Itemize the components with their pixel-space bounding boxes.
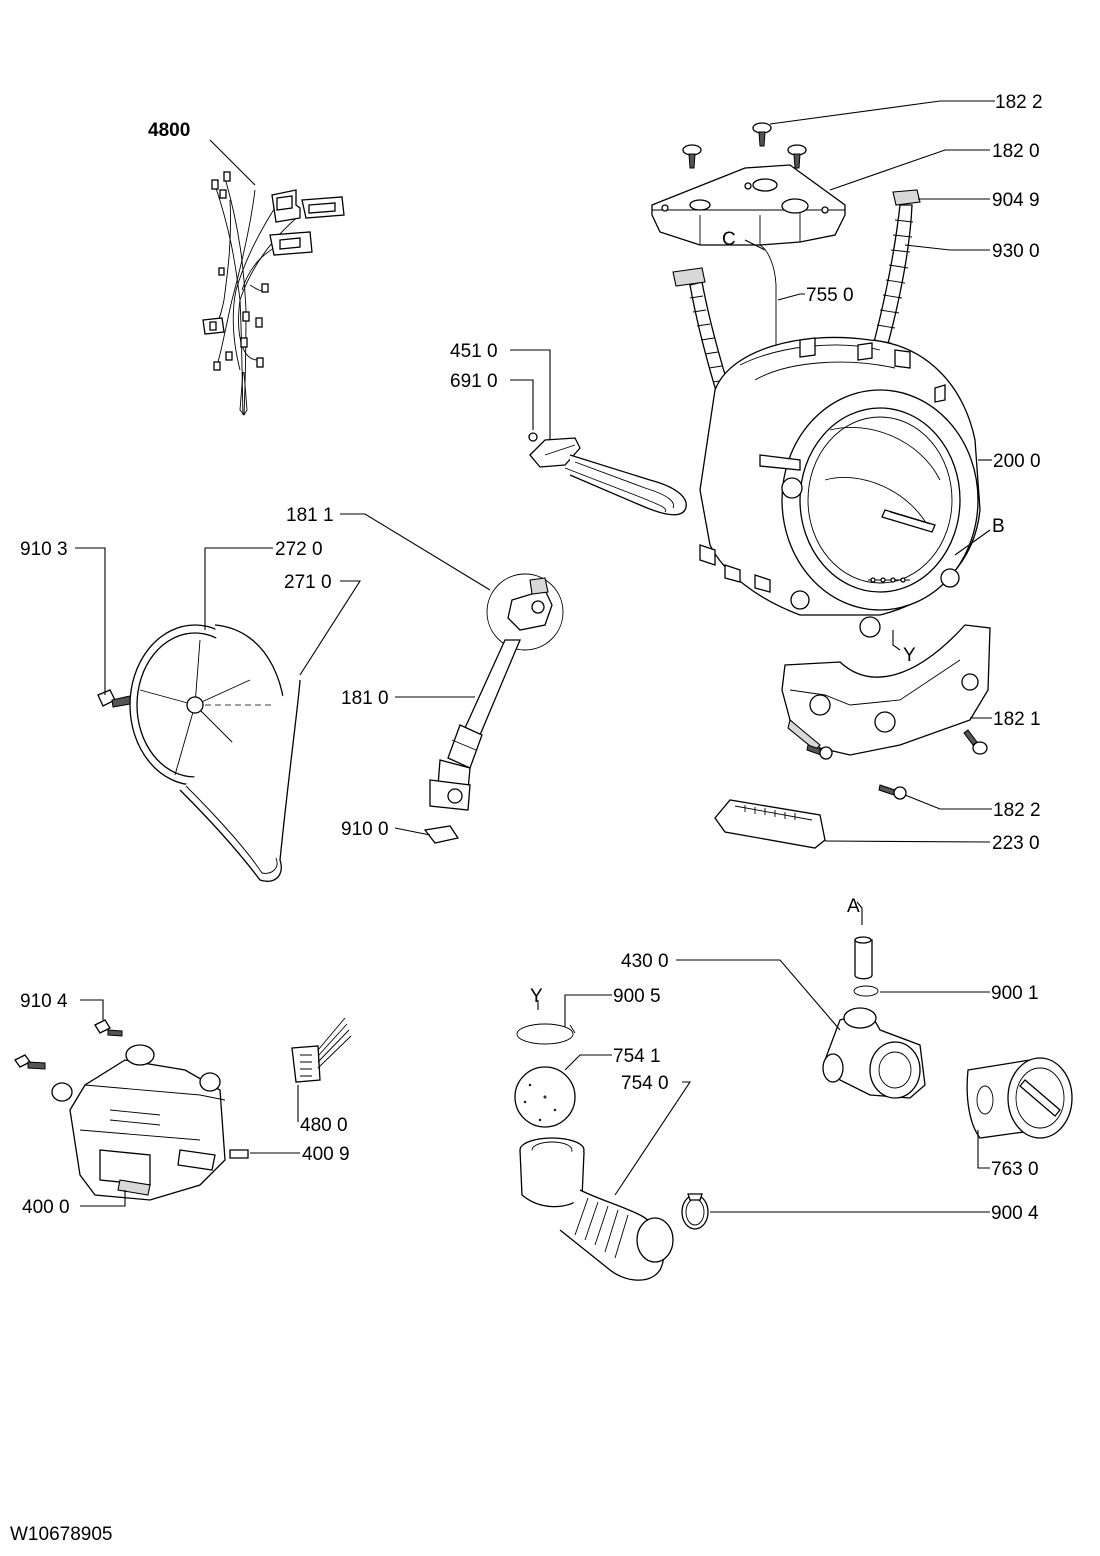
- document-id: W10678905: [10, 1524, 113, 1545]
- heating-element: [528, 432, 687, 516]
- screws-top: [682, 122, 807, 169]
- callout-754-0: 754 0: [621, 1073, 669, 1094]
- check-ball-and-ring: [514, 1023, 576, 1128]
- callout-272-0: 272 0: [275, 539, 323, 560]
- tub-bottom-counterweight: [781, 624, 991, 756]
- callout-910-3: 910 3: [20, 539, 68, 560]
- callout-400-9: 400 9: [302, 1144, 350, 1165]
- callout-763-0: 763 0: [991, 1159, 1039, 1180]
- callout-930-0: 930 0: [992, 241, 1040, 262]
- tub-top-counterweight: [651, 164, 846, 246]
- callout-430-0: 430 0: [621, 951, 669, 972]
- callout-200-0: 200 0: [993, 451, 1041, 472]
- callout-181-1: 181 1: [286, 505, 334, 526]
- callout-451-0: 451 0: [450, 341, 498, 362]
- callout-182-2-top: 182 2: [995, 92, 1043, 113]
- callout-900-4: 900 4: [991, 1203, 1039, 1224]
- callout-691-0: 691 0: [450, 371, 498, 392]
- hose-right: [871, 189, 921, 356]
- callout-755-0: 755 0: [806, 285, 854, 306]
- callout-400-0: 400 0: [22, 1197, 70, 1218]
- callout-910-4: 910 4: [20, 991, 68, 1012]
- screws-bottom: [806, 729, 988, 800]
- callout-Y-top: Y: [903, 645, 916, 666]
- callout-271-0: 271 0: [284, 572, 332, 593]
- callout-4800: 4800: [148, 120, 190, 141]
- callout-B: B: [992, 516, 1005, 537]
- sump-hose: [519, 1137, 674, 1281]
- hose-clamp: [681, 1193, 709, 1230]
- drain-pump: [822, 936, 926, 1099]
- drive-motor: [14, 1019, 226, 1201]
- callout-182-2-bot: 182 2: [993, 800, 1041, 821]
- drum-lifter: [714, 799, 826, 849]
- callout-904-9: 904 9: [992, 190, 1040, 211]
- callout-A: A: [847, 896, 860, 917]
- motor-connector: [229, 1017, 352, 1159]
- shock-absorber: [423, 573, 564, 844]
- callout-182-1: 182 1: [993, 709, 1041, 730]
- callout-181-0: 181 0: [341, 688, 389, 709]
- callout-223-0: 223 0: [992, 833, 1040, 854]
- wiring-harness: [202, 171, 345, 416]
- pulley-and-belt: [97, 624, 301, 882]
- callout-900-1: 900 1: [991, 983, 1039, 1004]
- outer-tub: [699, 336, 981, 638]
- callout-480-0: 480 0: [300, 1115, 348, 1136]
- callout-182-0: 182 0: [992, 141, 1040, 162]
- callout-Y-bot: Y: [530, 986, 543, 1007]
- callout-900-5: 900 5: [613, 986, 661, 1007]
- pump-filter: [966, 1057, 1073, 1139]
- callout-754-1: 754 1: [613, 1046, 661, 1067]
- callout-C: C: [722, 229, 736, 250]
- callout-910-0: 910 0: [341, 819, 389, 840]
